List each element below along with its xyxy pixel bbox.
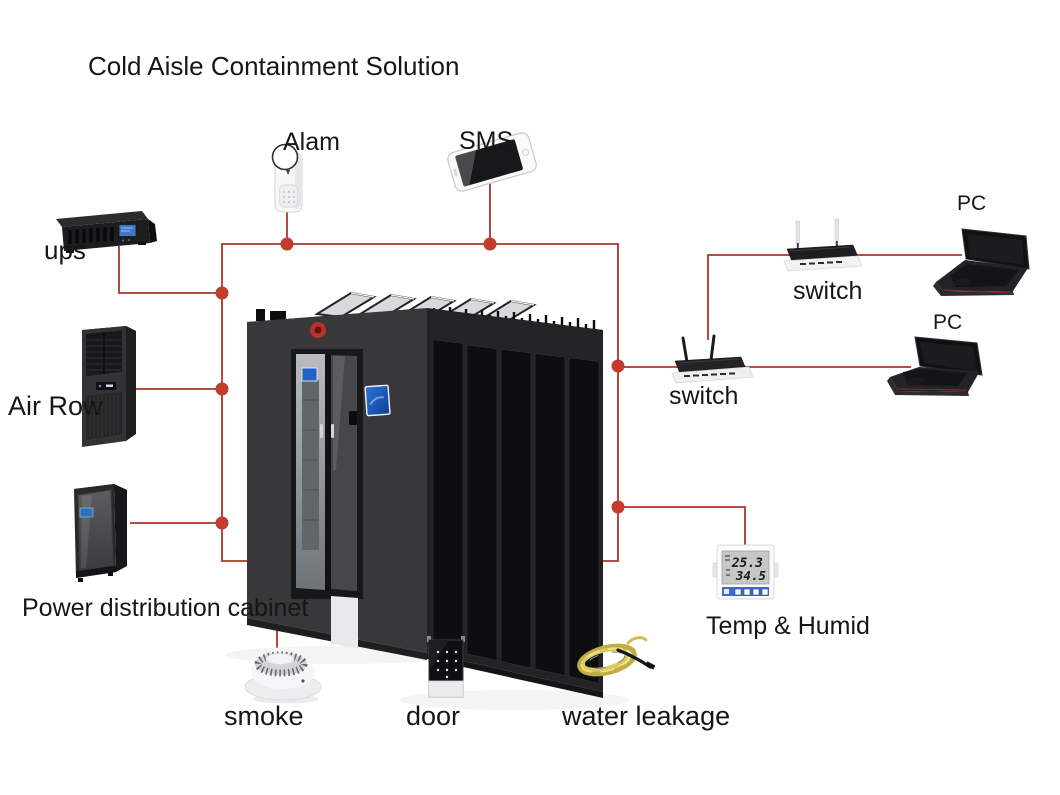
pc-top-laptop-image bbox=[933, 228, 1030, 296]
label-temp-humid: Temp & Humid bbox=[706, 612, 870, 640]
connector-switch-top bbox=[707, 254, 962, 340]
rack-doors bbox=[432, 339, 600, 684]
label-switch-bottom: switch bbox=[669, 382, 739, 410]
label-switch-top: switch bbox=[793, 277, 863, 305]
junction-dot bbox=[280, 237, 294, 251]
pod-door-screen bbox=[301, 367, 318, 382]
humidity-reading: 34.5 bbox=[735, 568, 767, 583]
switch-bottom-device-image bbox=[671, 334, 754, 384]
temp-reading: 25.3 bbox=[731, 556, 763, 571]
air-row-device-image bbox=[82, 326, 136, 447]
junction-dot bbox=[215, 382, 229, 396]
label-ups: ups bbox=[44, 235, 86, 265]
pod-wall-screen bbox=[364, 384, 391, 417]
connector-ups bbox=[118, 246, 222, 294]
label-sms: SMS bbox=[459, 127, 514, 155]
label-pc-bottom: PC bbox=[933, 311, 963, 334]
label-pc-top: PC bbox=[957, 192, 987, 215]
power-cabinet-screen bbox=[79, 507, 94, 518]
label-smoke: smoke bbox=[224, 701, 304, 731]
switch-top-device-image bbox=[783, 218, 863, 272]
label-power-cabinet: Power distribution cabinet bbox=[22, 594, 309, 622]
junction-dot bbox=[611, 359, 625, 373]
smoke-detector-image bbox=[244, 651, 322, 704]
skylight-highlights bbox=[350, 292, 535, 306]
power-cabinet-device-image bbox=[74, 484, 127, 582]
label-door: door bbox=[406, 701, 461, 731]
diagram-title: Cold Aisle Containment Solution bbox=[88, 51, 460, 81]
junction-dot bbox=[611, 500, 625, 514]
sms-phone-image bbox=[447, 132, 537, 192]
temp-humid-device-image: 25.3 34.5 bbox=[712, 544, 779, 600]
door-keypad-image bbox=[427, 636, 465, 698]
label-air-row: Air Row bbox=[8, 391, 103, 421]
junction-dot bbox=[215, 516, 229, 530]
alarm-ring bbox=[271, 143, 299, 171]
pc-bottom-laptop-image bbox=[887, 336, 983, 396]
label-alarm: Alam bbox=[283, 128, 340, 156]
smoke-detector-vents bbox=[254, 651, 308, 677]
ups-device-image bbox=[56, 211, 157, 253]
junction-dot bbox=[483, 237, 497, 251]
junction-dot bbox=[215, 286, 229, 300]
label-water-leakage: water leakage bbox=[562, 701, 731, 731]
connector-temp-humid bbox=[618, 506, 746, 545]
water-leakage-cable-image bbox=[577, 636, 656, 677]
containment-pod-image bbox=[225, 291, 630, 710]
alarm-device-image bbox=[271, 143, 303, 213]
